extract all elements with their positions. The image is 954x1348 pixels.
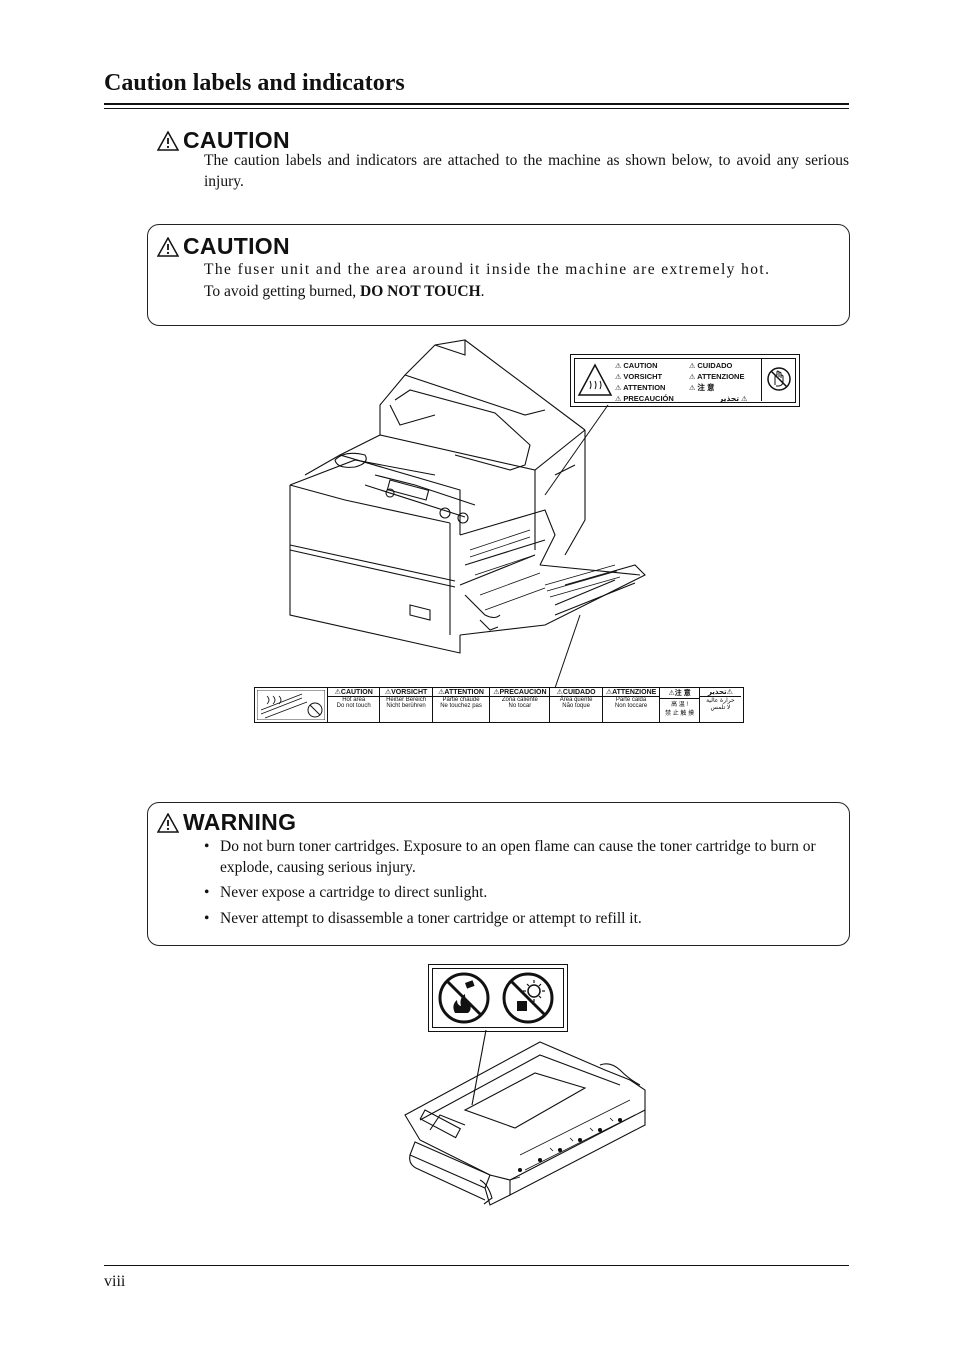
warning-triangle-icon (157, 236, 179, 257)
warning-bullet: • Never attempt to disassemble a toner c… (204, 910, 642, 927)
no-fire-icon (438, 972, 490, 1024)
page-title: Caution labels and indicators (104, 70, 405, 96)
toner-label (428, 964, 568, 1032)
footer-rule (104, 1265, 849, 1266)
caution-line1: The fuser unit and the area around it in… (204, 261, 771, 278)
page-number: viii (104, 1273, 126, 1290)
warning-triangle-icon (157, 812, 179, 833)
label-col: ⚠注 意高 温 !禁 止 触 摸 (659, 688, 699, 722)
caution-heading-intro: CAUTION (157, 127, 290, 154)
caution-box (147, 224, 850, 326)
label-leader-lines (544, 404, 609, 689)
printer-illustration (289, 339, 646, 654)
hot-surface-icon (257, 690, 325, 720)
warning-bullet: • Do not burn toner cartridges. Exposure… (204, 838, 816, 876)
warning-box (147, 802, 850, 946)
hot-surface-icon (577, 363, 613, 396)
fuser-label-small: ⚠ CAUTION ⚠ VORSICHT ⚠ ATTENTION ⚠ PRECA… (570, 354, 800, 407)
warning-triangle-icon (157, 130, 179, 151)
title-rule (104, 103, 849, 105)
warning-bullet: • Never expose a cartridge to direct sun… (204, 884, 488, 901)
title-rule-thin (104, 108, 849, 109)
toner-cartridge-illustration (404, 1030, 646, 1206)
caution-heading-box: CAUTION (157, 233, 290, 260)
no-sunlight-icon (502, 972, 554, 1024)
intro-text: The caution labels and indicators are at… (204, 152, 849, 190)
caution-line2: To avoid getting burned, DO NOT TOUCH. (204, 283, 485, 300)
no-touch-icon (767, 367, 791, 391)
warning-heading: WARNING (157, 809, 296, 836)
